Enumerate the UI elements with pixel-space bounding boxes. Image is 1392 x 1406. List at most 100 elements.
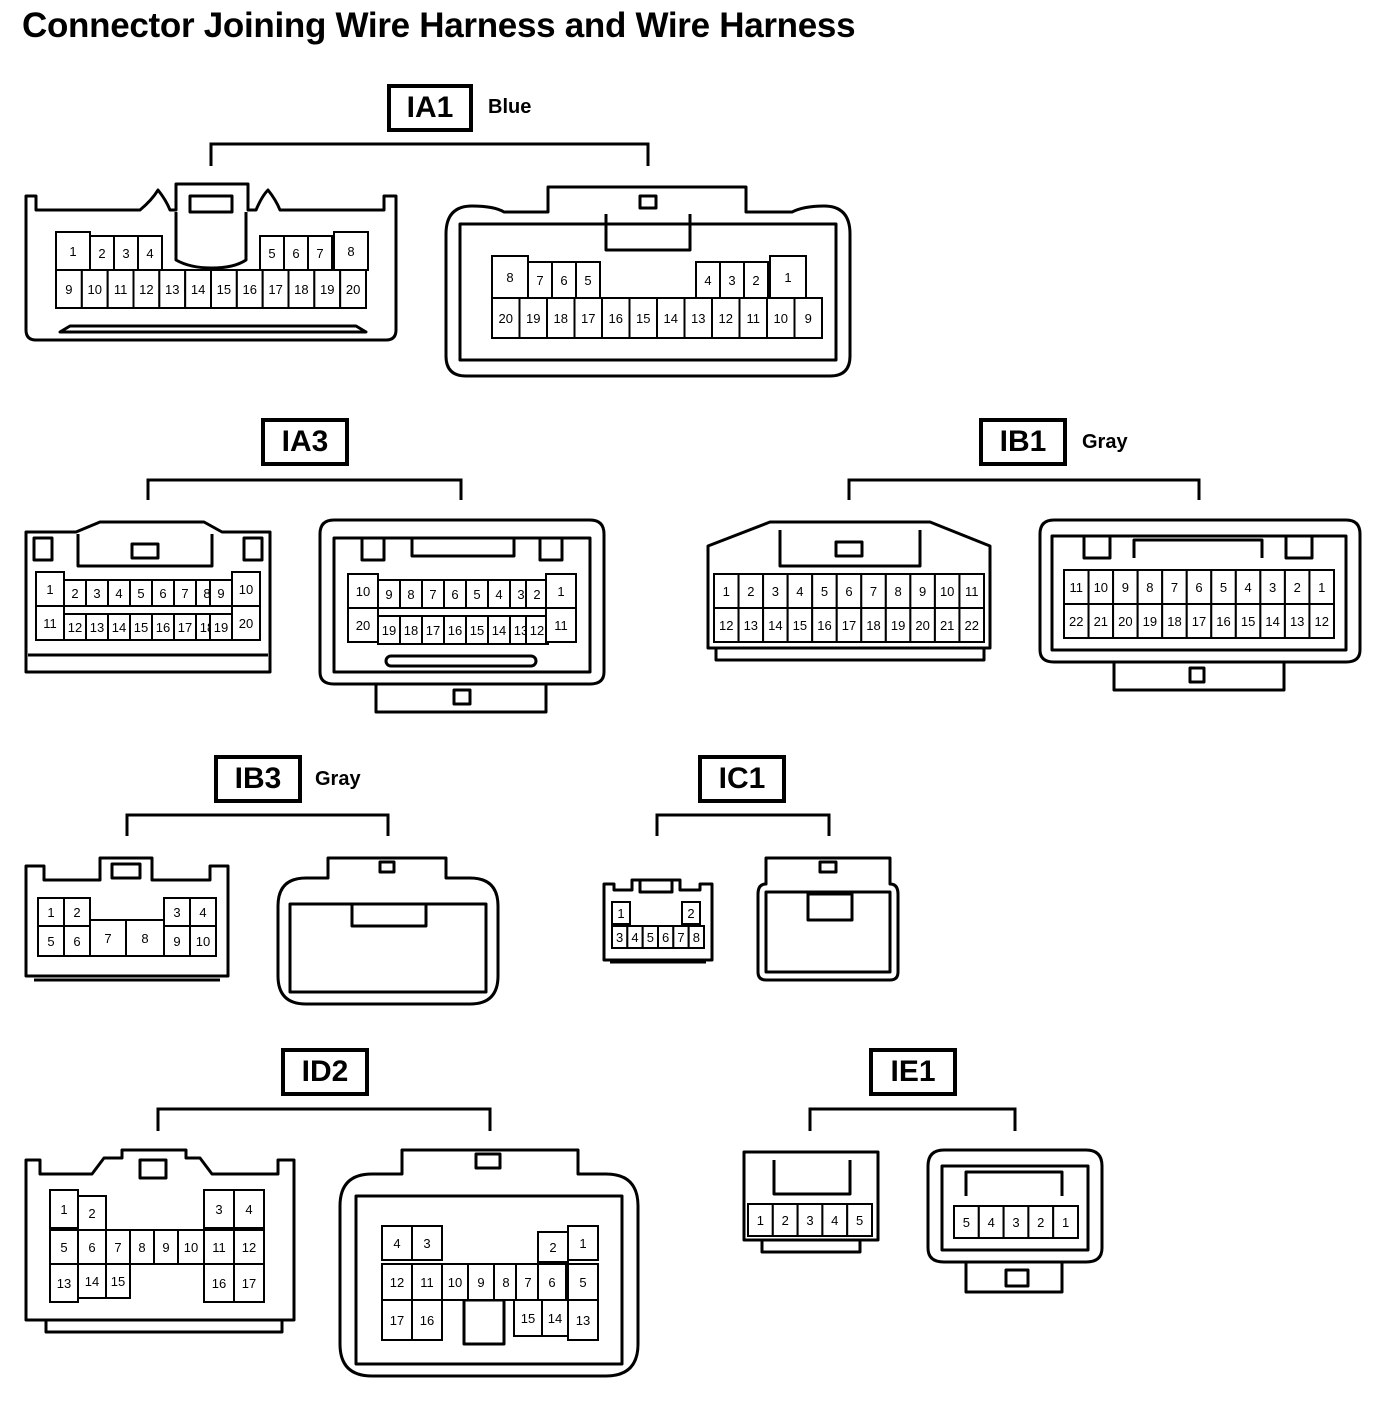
ib1-female-pin-label: 20: [915, 618, 929, 633]
ia3-female-pin-label: 5: [137, 586, 144, 601]
ia3-female-pin-label: 3: [93, 586, 100, 601]
ia3-male-pin-label: 11: [554, 618, 568, 633]
ia3-male-pin-label: 18: [404, 623, 418, 638]
ia3-male-pin-label: 9: [385, 587, 392, 602]
page-title: Connector Joining Wire Harness and Wire …: [22, 6, 856, 45]
id2-female-pin-cell: [49, 1263, 79, 1303]
ib1-male-pin-label: 21: [1094, 614, 1108, 629]
id2-female-pin-cell: [233, 1263, 265, 1303]
ia1-male-pin-label: 4: [704, 273, 711, 288]
ia1-male-pin-cell: [551, 261, 577, 299]
id2-male-pin-cell: [441, 1263, 469, 1301]
ia3-female-pin-label: 8: [203, 586, 210, 601]
ib3-female-housing: [24, 856, 230, 982]
id2-male-pin-label: 3: [423, 1236, 430, 1251]
ib1-male-pin-cell: [1136, 569, 1164, 605]
id2-female-pin-label: 1: [60, 1202, 67, 1217]
ib1-male-pin-cell: [1185, 603, 1213, 639]
ia1-male-pin-label: 8: [506, 270, 513, 285]
ib1-male-pin-label: 22: [1069, 614, 1083, 629]
bracket-ia3: [146, 478, 463, 500]
ia1-male-pin-label: 18: [554, 311, 568, 326]
ib1-female-pin-label: 17: [842, 618, 856, 633]
id2-male-pin-cell: [411, 1299, 443, 1341]
id2-female-pin-label: 15: [111, 1274, 125, 1289]
ia1-male-pin-cell: [793, 297, 823, 339]
ic1-female-pin-cell: [687, 925, 706, 949]
ib1-male-pin-label: 12: [1314, 614, 1328, 629]
id2-male-pin-cell: [567, 1263, 599, 1301]
ia3-female-pin-label: 17: [178, 620, 192, 635]
ie1-male-pin-label: 1: [1062, 1215, 1069, 1230]
ib1-male-pin-label: 4: [1244, 580, 1251, 595]
ie1-female-pin-cell: [796, 1203, 824, 1237]
ic1-female-pin-label: 1: [617, 906, 624, 921]
ia1-female-housing: [24, 182, 398, 342]
ia1-female-pin-label: 15: [217, 282, 231, 297]
id2-male-pin-label: 5: [579, 1275, 586, 1290]
ia1-female-pin-label: 10: [88, 282, 102, 297]
ib1-female-pin-label: 21: [940, 618, 954, 633]
ia1-female-pin-cell: [184, 269, 213, 309]
ia1-female-pin-label: 13: [165, 282, 179, 297]
ia1-male-pin-label: 1: [784, 270, 791, 285]
ia1-male-pin-cell: [719, 261, 745, 299]
ib1-female-pin-label: 1: [723, 584, 730, 599]
ib1-male-pin-label: 6: [1195, 580, 1202, 595]
ib1-female-pin-cell: [786, 607, 814, 643]
ia3-female-pin-label: 12: [68, 620, 82, 635]
ia1-female-pin-label: 17: [268, 282, 282, 297]
ic1-female-housing: [602, 878, 714, 964]
ib1-female-pin-label: 3: [772, 584, 779, 599]
id2-female-pin-label: 9: [162, 1240, 169, 1255]
ib1-female-pin-label: 16: [817, 618, 831, 633]
ib3-female-pin-label: 7: [104, 931, 111, 946]
ia3-male-pin-cell: [545, 607, 577, 643]
ia3-male-pin-label: 6: [451, 587, 458, 602]
ia1-male-pin-label: 15: [636, 311, 650, 326]
ia3-female-pin-label: 7: [181, 586, 188, 601]
id2-male-pin-label: 7: [524, 1275, 531, 1290]
ia3-female-pin-label: 10: [239, 582, 253, 597]
id2-male-pin-cell: [381, 1299, 413, 1341]
ib1-male-pin-cell: [1308, 569, 1336, 605]
ib1-male-pin-cell: [1112, 603, 1139, 639]
ib1-female-pin-label: 9: [919, 584, 926, 599]
ia1-female-pin-label: 18: [294, 282, 308, 297]
ia1-male-pin-label: 5: [584, 273, 591, 288]
ia1-female-pin-cell: [313, 269, 342, 309]
ia1-male-pin-cell: [573, 297, 603, 339]
ib1-female-pin-label: 4: [796, 584, 803, 599]
ib1-male-pin-label: 9: [1122, 580, 1129, 595]
id2-female-pin-cell: [77, 1195, 107, 1231]
id2-female-pin-label: 14: [85, 1274, 99, 1289]
id2-male-pin-label: 17: [390, 1313, 404, 1328]
connector-color-ib3: Gray: [315, 768, 361, 790]
id2-male-pin-label: 11: [420, 1275, 434, 1290]
ib3-female-pin-cell: [189, 925, 217, 957]
ib1-male-pin-cell: [1308, 603, 1336, 639]
id2-female-pin-label: 12: [242, 1240, 256, 1255]
ia1-male-pin-label: 6: [560, 273, 567, 288]
ia1-female-pin-label: 8: [347, 244, 354, 259]
id2-female-pin-label: 10: [184, 1240, 198, 1255]
ia3-male-pin-label: 14: [492, 623, 506, 638]
ia1-female-pin-label: 7: [316, 246, 323, 261]
ia1-male-pin-label: 13: [691, 311, 705, 326]
ia1-male-pin-label: 11: [747, 311, 761, 326]
id2-male-pin-label: 10: [448, 1275, 462, 1290]
ib1-male-pin-label: 2: [1294, 580, 1301, 595]
ia1-male-pin-label: 19: [526, 311, 540, 326]
bracket-ie1: [808, 1107, 1017, 1131]
ia1-female-pin-label: 2: [98, 246, 105, 261]
id2-male-pin-cell: [567, 1299, 599, 1341]
id2-female-pin-label: 17: [242, 1276, 256, 1291]
ie1-male-housing: [926, 1148, 1104, 1294]
bracket-ib1: [847, 478, 1201, 500]
ia1-female-pin-cell: [55, 269, 83, 309]
ia1-female-pin-label: 19: [320, 282, 334, 297]
ia3-female-pin-label: 13: [90, 620, 104, 635]
ia1-male-pin-cell: [683, 297, 713, 339]
id2-male-pin-cell: [411, 1225, 443, 1261]
